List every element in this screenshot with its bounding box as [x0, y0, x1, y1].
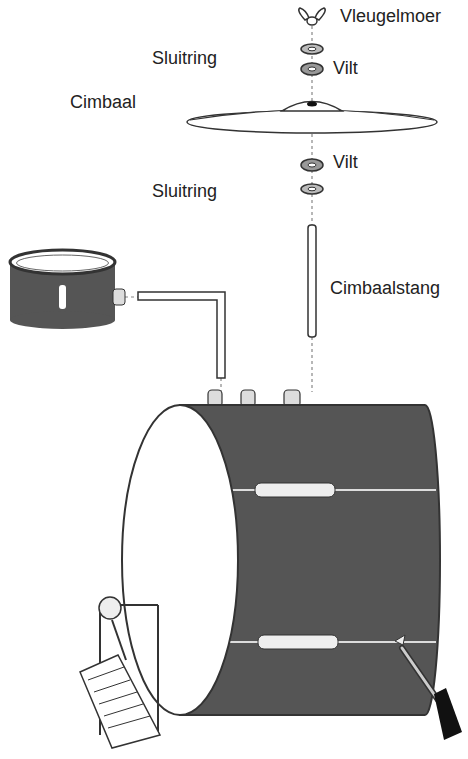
- part-label: Cimbaal: [70, 92, 136, 113]
- part-label: Sluitring: [152, 181, 217, 202]
- part-label: Vilt: [333, 152, 358, 173]
- part-label: Vleugelmoer: [340, 6, 441, 27]
- part-label: Vilt: [333, 58, 358, 79]
- part-label: Sluitring: [152, 48, 217, 69]
- part-label: Cimbaalstang: [330, 278, 440, 299]
